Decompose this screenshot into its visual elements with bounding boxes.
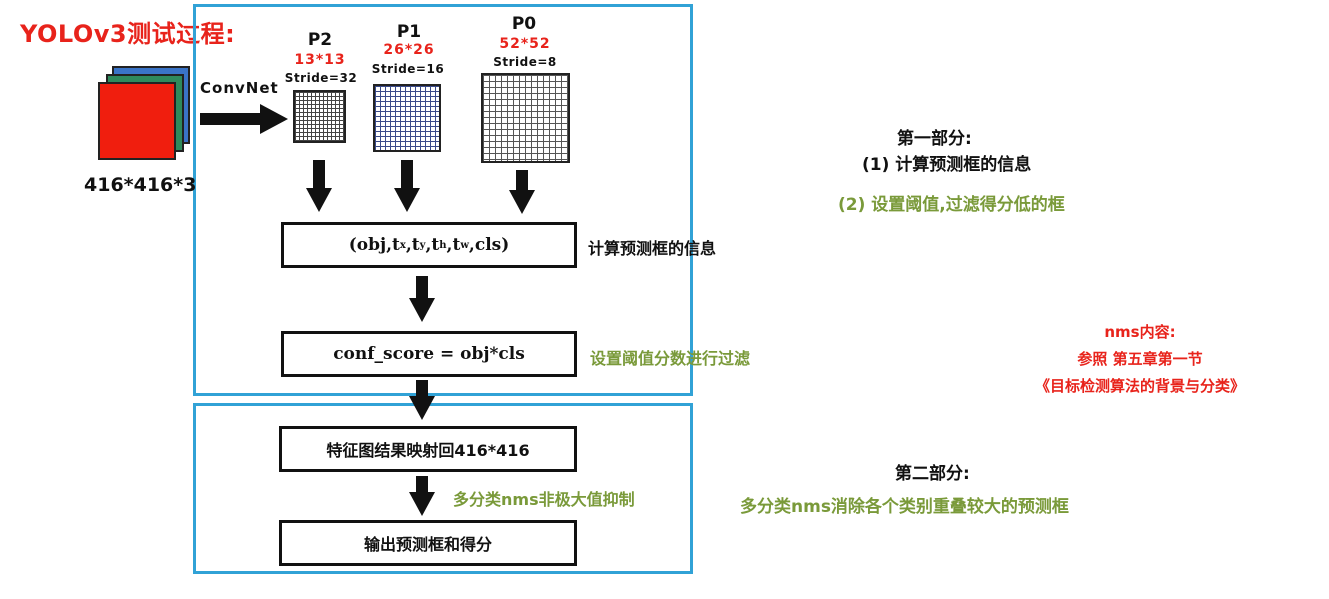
part2-title: 第二部分: [895, 464, 970, 484]
feature-map-name-p0: P0 [511, 14, 537, 34]
down-arrow-icon [409, 380, 435, 420]
part2-item: 多分类nms消除各个类别重叠较大的预测框 [740, 497, 1069, 517]
feature-map-resolution-p2: 13*13 [294, 52, 346, 68]
feature-map-stride-p2: Stride=32 [284, 71, 358, 85]
feature-map-name-p1: P1 [396, 22, 422, 42]
nms-reference-chapter: 参照 第五章第一节 [1077, 350, 1203, 368]
down-arrow-icon [306, 160, 332, 212]
formula-cls: cls) [474, 235, 510, 255]
part2-panel [193, 403, 693, 574]
feature-map-resolution-p1: 26*26 [383, 42, 435, 58]
formula-tw: t [452, 235, 461, 255]
formula-tw-sub: w [460, 239, 469, 251]
threshold-filter-caption: 设置阈值分数进行过滤 [590, 349, 751, 368]
output-box: 输出预测框和得分 [279, 520, 577, 566]
formula-obj: (obj, [348, 235, 393, 255]
down-arrow-icon [409, 476, 435, 516]
formula-th: t [431, 235, 440, 255]
feature-map-resolution-p0: 52*52 [499, 36, 551, 52]
part1-title: 第一部分: [897, 129, 972, 149]
nms-reference-title: nms内容: [1104, 323, 1176, 341]
formula-ty-sub: y [419, 239, 426, 251]
nms-caption: 多分类nms非极大值抑制 [453, 490, 635, 509]
feature-map-grid-p1 [373, 84, 441, 152]
feature-map-grid-p0 [481, 73, 570, 163]
nms-reference-book: 《目标检测算法的背景与分类》 [1034, 377, 1245, 395]
down-arrow-icon [509, 170, 535, 214]
feature-map-stride-p0: Stride=8 [493, 55, 557, 69]
feature-map-stride-p1: Stride=16 [371, 62, 445, 76]
page-title: YOLOv3测试过程: [20, 20, 236, 48]
formula-ty: t [411, 235, 420, 255]
conf-score-box: conf_score = obj*cls [281, 331, 577, 377]
feature-map-name-p2: P2 [307, 30, 333, 50]
feature-map-grid-p2 [293, 90, 346, 143]
down-arrow-icon [409, 276, 435, 322]
input-image-layer-red [98, 82, 176, 160]
down-arrow-icon [394, 160, 420, 212]
part1-item1: (1) 计算预测框的信息 [862, 155, 1032, 175]
part1-item2: (2) 设置阈值,过滤得分低的框 [838, 195, 1065, 215]
map-back-box: 特征图结果映射回416*416 [279, 426, 577, 472]
formula-tx: t [392, 235, 400, 255]
input-size-label: 416*416*3 [84, 174, 197, 196]
formula-th-sub: h [439, 239, 447, 251]
part1-panel [193, 4, 693, 396]
convnet-arrow-icon [200, 104, 288, 134]
convnet-label: ConvNet [200, 79, 279, 97]
prediction-info-caption: 计算预测框的信息 [588, 239, 717, 258]
formula-tx-sub: x [399, 239, 406, 251]
